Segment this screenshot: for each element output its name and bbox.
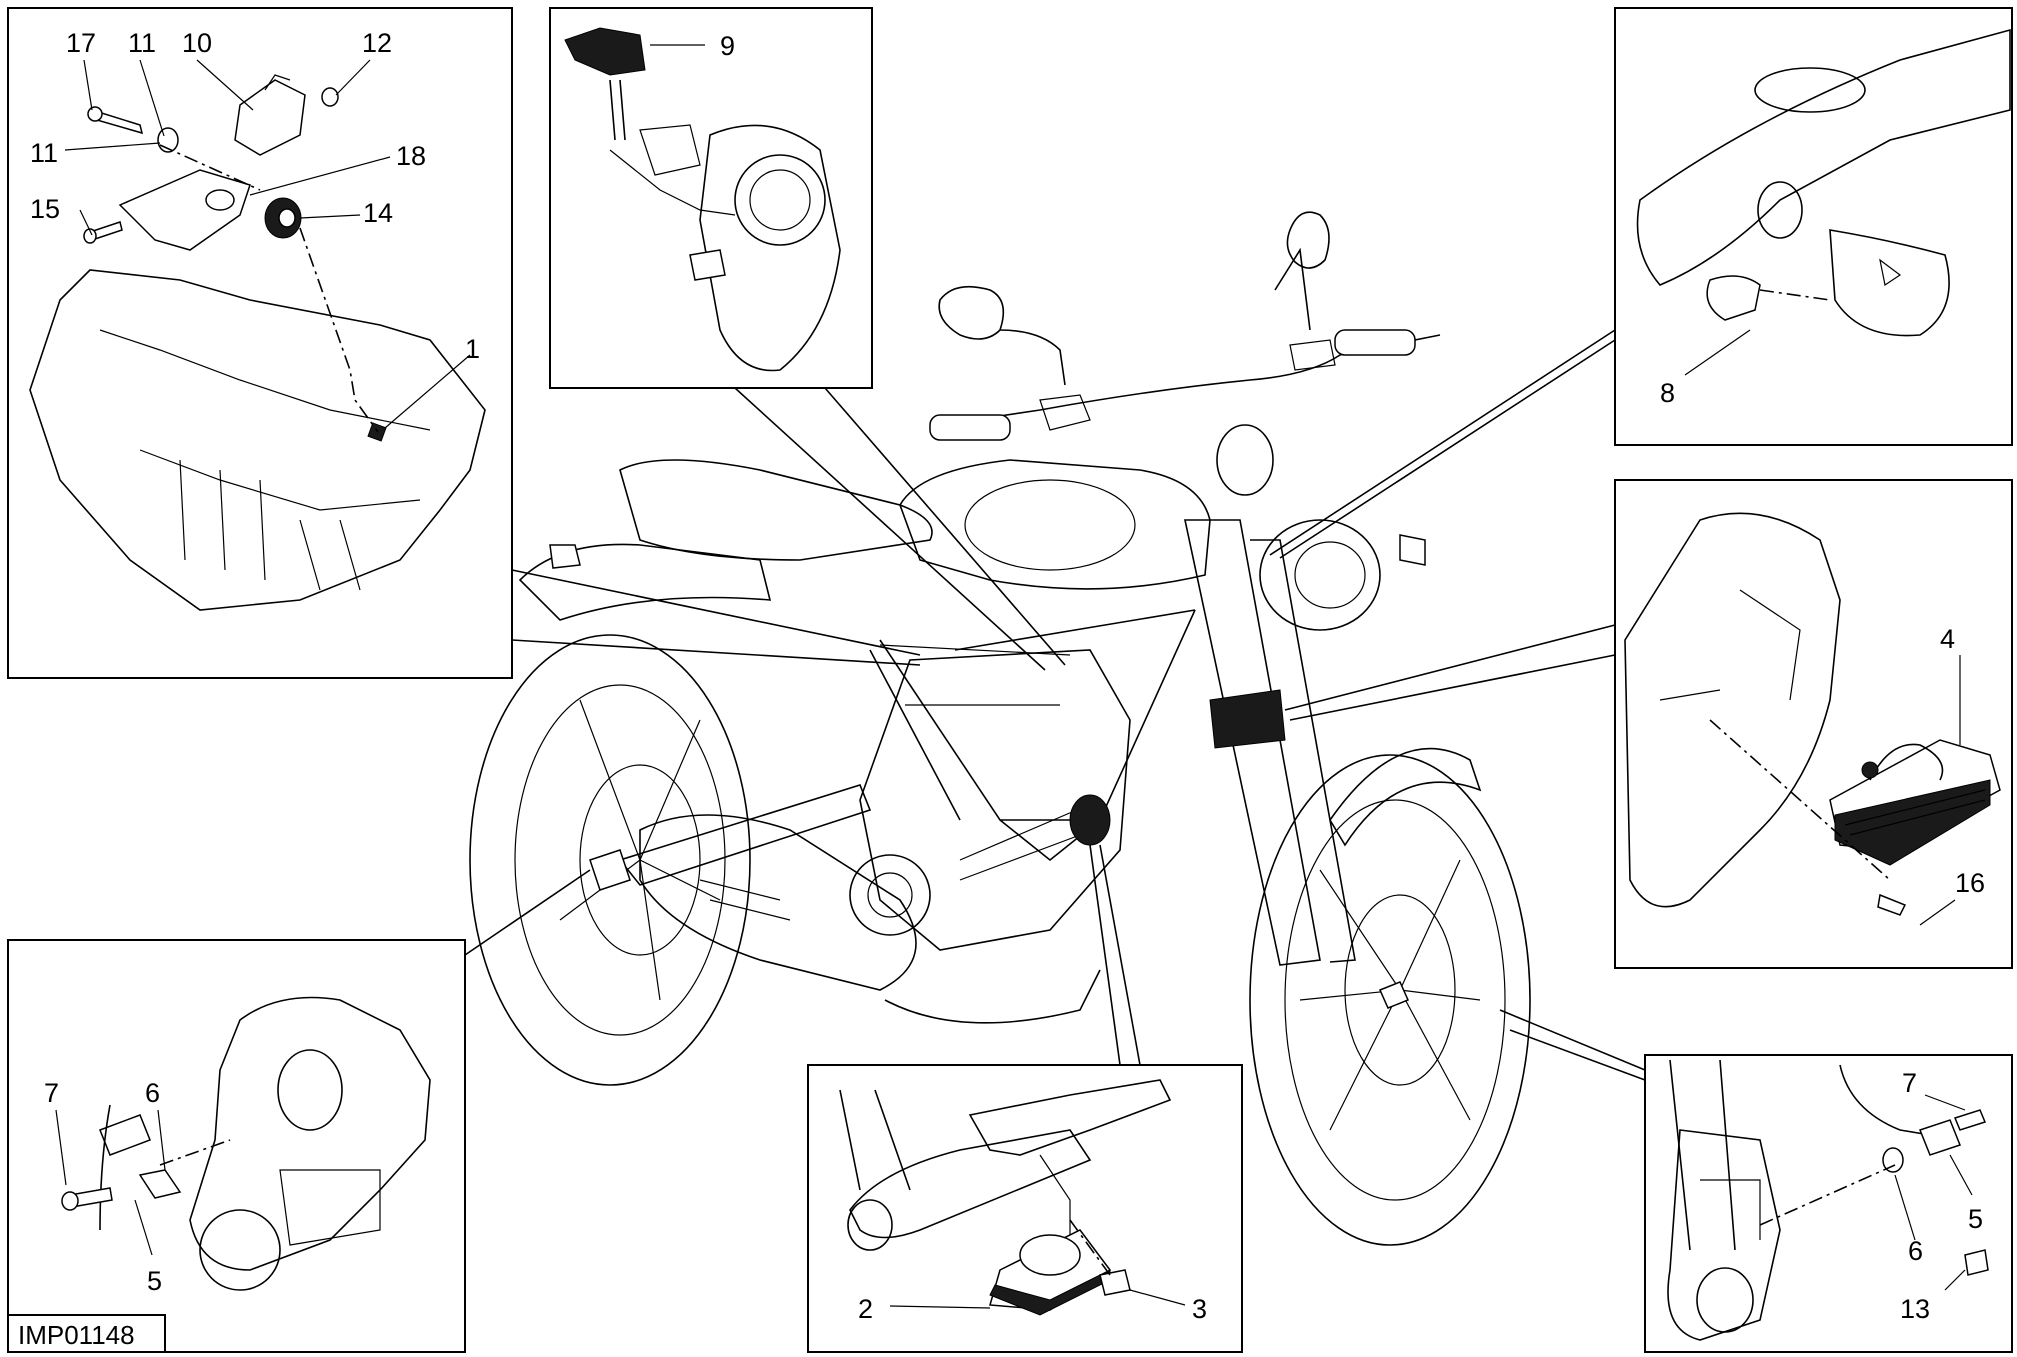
callout-4: 4 bbox=[1940, 624, 1955, 654]
panel-rear-caliper: 7 6 5 bbox=[7, 939, 466, 1353]
pointer-horn bbox=[1089, 844, 1121, 1066]
callout-17: 17 bbox=[66, 28, 96, 58]
callout-16: 16 bbox=[1955, 868, 1985, 898]
pointer-throttle-sensor bbox=[734, 387, 1046, 671]
pointer-front-sensor bbox=[1499, 1009, 1646, 1071]
callout-7-rear: 7 bbox=[44, 1078, 59, 1108]
panel-throttle-sensor: 9 bbox=[549, 7, 873, 389]
pointer-battery-tray bbox=[511, 569, 921, 656]
callout-12: 12 bbox=[362, 28, 392, 58]
panel-headstock: 8 bbox=[1614, 7, 2013, 446]
callout-6-front: 6 bbox=[1908, 1236, 1923, 1266]
panel-horn: 2 3 bbox=[807, 1064, 1243, 1353]
callout-14: 14 bbox=[363, 198, 393, 228]
panel-front-sensor: 7 6 5 13 bbox=[1644, 1054, 2013, 1353]
callout-15: 15 bbox=[30, 194, 60, 224]
callout-10: 10 bbox=[182, 28, 212, 58]
panel-battery-tray: 17 11 10 12 11 18 15 14 1 bbox=[7, 7, 513, 679]
motorcycle-illustration bbox=[469, 211, 1531, 1246]
callout-2: 2 bbox=[858, 1294, 873, 1324]
callout-11-left: 11 bbox=[30, 138, 58, 168]
drawing-code-label: IMP01148 bbox=[7, 1314, 166, 1353]
callout-7-front: 7 bbox=[1902, 1068, 1917, 1098]
callout-3: 3 bbox=[1192, 1294, 1207, 1324]
callout-6-rear: 6 bbox=[145, 1078, 160, 1108]
callout-5-rear: 5 bbox=[147, 1266, 162, 1296]
callout-18: 18 bbox=[396, 141, 426, 171]
pointer-regulator bbox=[1284, 624, 1616, 711]
pointer-headstock bbox=[1269, 329, 1616, 556]
callout-13: 13 bbox=[1900, 1294, 1930, 1324]
callout-9: 9 bbox=[720, 31, 735, 61]
callout-11-top: 11 bbox=[128, 28, 156, 58]
callout-5-front: 5 bbox=[1968, 1204, 1983, 1234]
drawing-code: IMP01148 bbox=[18, 1320, 135, 1350]
pointer-rear-caliper bbox=[464, 869, 591, 956]
callout-8: 8 bbox=[1660, 378, 1675, 408]
panel-regulator: 4 16 bbox=[1614, 479, 2013, 969]
callout-1: 1 bbox=[465, 334, 480, 364]
